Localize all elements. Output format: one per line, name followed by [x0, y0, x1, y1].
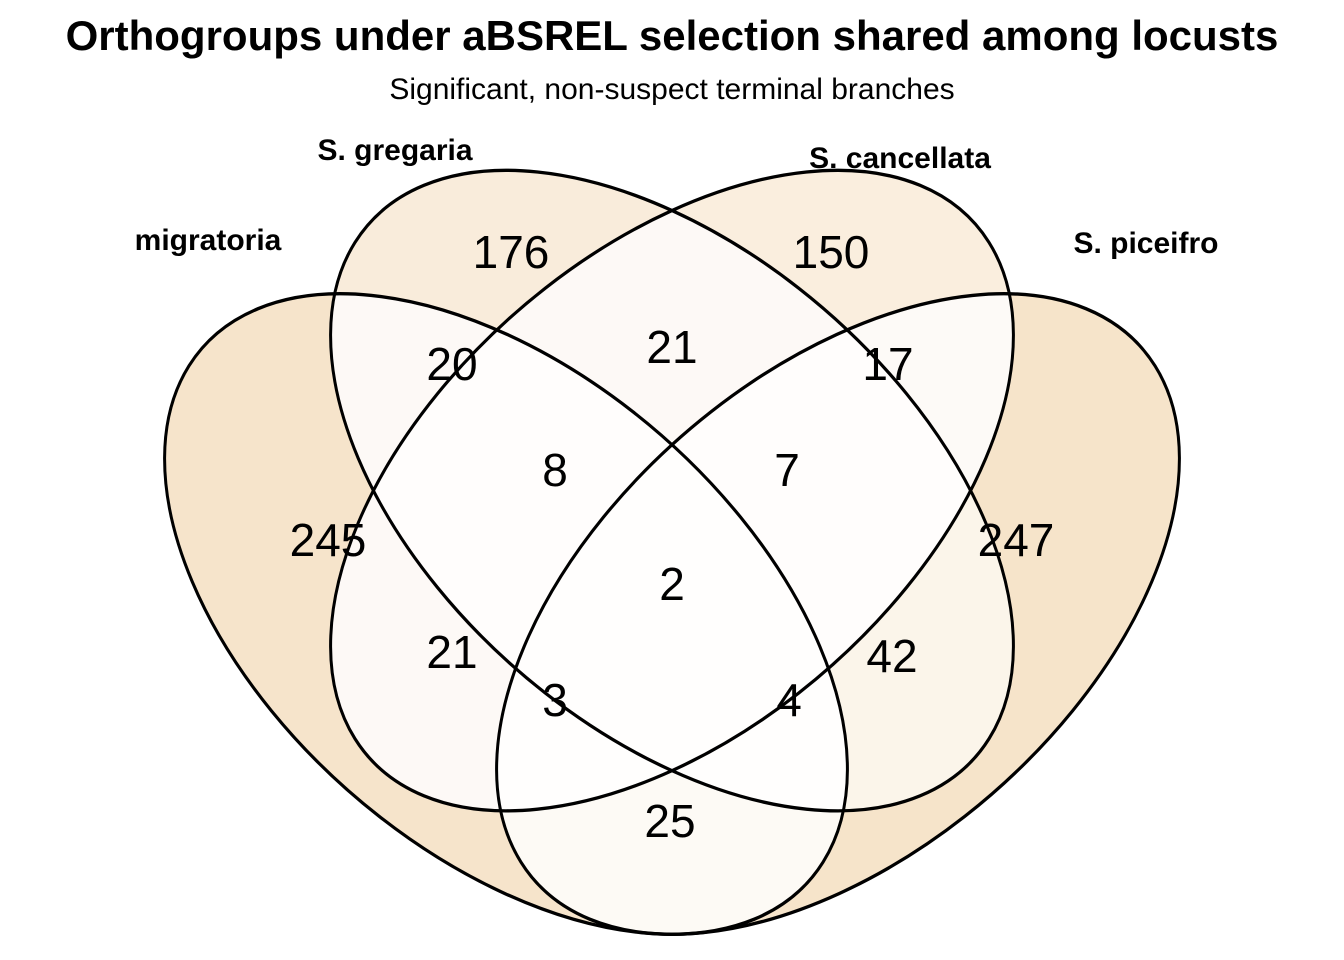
count-label-C: 150 — [793, 226, 870, 278]
count-label-BC: 21 — [646, 321, 697, 373]
count-label-BCD: 7 — [774, 444, 800, 496]
set-label-gregaria: S. gregaria — [317, 134, 472, 167]
count-label-CD: 17 — [862, 338, 913, 390]
set-label-cancellata: S. cancellata — [809, 142, 991, 175]
chart-title: Orthogroups under aBSREL selection share… — [66, 12, 1279, 59]
ellipse-outline-migratoria — [163, 292, 849, 936]
ellipse-outline-cancellata — [329, 168, 1015, 813]
count-label-ACD: 3 — [542, 674, 568, 726]
count-label-ABD: 4 — [776, 674, 802, 726]
count-label-ABCD: 2 — [659, 558, 685, 610]
set-label-migratoria: migratoria — [135, 224, 282, 257]
count-label-ABC: 8 — [542, 444, 568, 496]
count-label-B: 176 — [473, 226, 550, 278]
set-label-piceifro: S. piceifro — [1073, 227, 1218, 260]
ellipse-outline-piceifro — [495, 292, 1181, 936]
chart-subtitle: Significant, non-suspect terminal branch… — [389, 73, 954, 106]
count-label-A: 245 — [290, 514, 367, 566]
ellipse-outline-gregaria — [329, 168, 1015, 813]
count-label-BD: 42 — [866, 630, 917, 682]
count-label-D: 247 — [978, 514, 1055, 566]
count-label-AB: 20 — [426, 338, 477, 390]
count-label-AC: 21 — [426, 626, 477, 678]
count-label-AD: 25 — [644, 795, 695, 847]
